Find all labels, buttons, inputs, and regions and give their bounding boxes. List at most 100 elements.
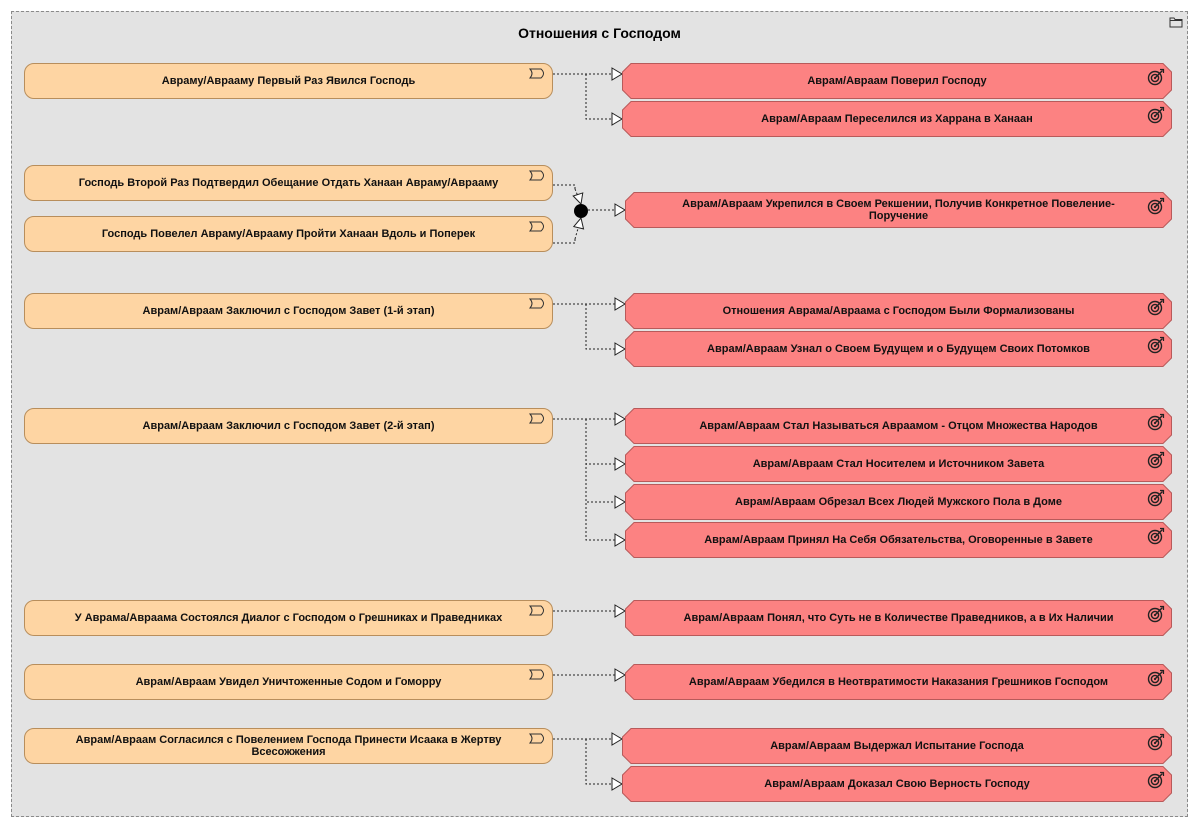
goal-shape	[625, 293, 1172, 329]
goal-label: Отношения Аврама/Авраама с Господом Были…	[722, 305, 1075, 317]
goal-element[interactable]: Аврам/Авраам Укрепился в Своем Рекшении,…	[625, 192, 1172, 228]
goal-shape	[622, 63, 1172, 99]
target-icon	[1147, 106, 1165, 124]
goal-label: Аврам/Авраам Стал Называться Авраамом - …	[699, 420, 1098, 432]
goal-element[interactable]: Аврам/Авраам Стал Носителем и Источником…	[625, 446, 1172, 482]
arrowhead	[611, 67, 623, 81]
arrowhead	[614, 297, 626, 311]
goal-label: Аврам/Авраам Выдержал Испытание Господа	[770, 740, 1024, 752]
goal-label: Аврам/Авраам Убедился в Неотвратимости Н…	[688, 676, 1109, 688]
goal-element[interactable]: Аврам/Авраам Убедился в Неотвратимости Н…	[625, 664, 1172, 700]
event-label: Аврам/Авраам Согласился с Повелением Гос…	[75, 734, 502, 758]
target-icon	[1147, 771, 1165, 789]
event-label: Аврам/Авраам Увидел Уничтоженные Содом и…	[135, 676, 442, 688]
goal-label: Аврам/Авраам Переселился из Харрана в Ха…	[761, 113, 1033, 125]
goal-shape	[625, 408, 1172, 444]
event-label: Господь Второй Раз Подтвердил Обещание О…	[78, 177, 499, 189]
goal-shape	[625, 484, 1172, 520]
arrowhead	[614, 457, 626, 471]
goal-shape	[625, 600, 1172, 636]
influence-line	[585, 739, 622, 785]
event-icon	[529, 733, 544, 744]
influence-line	[585, 74, 622, 120]
event-icon	[529, 413, 544, 424]
target-icon	[1147, 197, 1165, 215]
business-event[interactable]: Аврам/Авраам Согласился с Повелением Гос…	[24, 728, 553, 764]
business-event[interactable]: Господь Повелел Авраму/Аврааму Пройти Ха…	[24, 216, 553, 252]
goal-shape	[625, 331, 1172, 367]
goal-shape	[622, 766, 1172, 802]
goal-element[interactable]: Аврам/Авраам Поверил Господу	[622, 63, 1172, 99]
target-icon	[1147, 605, 1165, 623]
business-event[interactable]: Авраму/Аврааму Первый Раз Явился Господь	[24, 63, 553, 99]
goal-label: Аврам/Авраам Узнал о Своем Будущем и о Б…	[707, 343, 1090, 355]
event-icon	[529, 605, 544, 616]
event-label: Аврам/Авраам Заключил с Господом Завет (…	[142, 420, 435, 432]
target-icon	[1147, 527, 1165, 545]
goal-shape	[625, 664, 1172, 700]
arrowhead	[614, 342, 626, 356]
event-label: Авраму/Аврааму Первый Раз Явился Господь	[161, 75, 416, 87]
arrowhead	[614, 412, 626, 426]
arrowhead	[614, 495, 626, 509]
event-label: У Аврама/Авраама Состоялся Диалог с Госп…	[74, 612, 503, 624]
arrowhead	[614, 533, 626, 547]
and-junction[interactable]	[574, 204, 588, 218]
folder-icon	[1169, 17, 1183, 28]
goal-label: Аврам/Авраам Обрезал Всех Людей Мужского…	[735, 496, 1062, 508]
influence-line	[553, 184, 576, 189]
goal-shape	[625, 446, 1172, 482]
goal-element[interactable]: Аврам/Авраам Узнал о Своем Будущем и о Б…	[625, 331, 1172, 367]
goal-shape	[622, 728, 1172, 764]
goal-label: Аврам/Авраам Стал Носителем и Источником…	[752, 458, 1045, 470]
target-icon	[1147, 336, 1165, 354]
business-event[interactable]: У Аврама/Авраама Состоялся Диалог с Госп…	[24, 600, 553, 636]
arrowhead	[572, 216, 585, 230]
goal-label: Аврам/Авраам Принял На Себя Обязательств…	[704, 534, 1093, 546]
target-icon	[1147, 298, 1165, 316]
event-icon	[529, 221, 544, 232]
group-title: Отношения с Господом	[518, 25, 681, 41]
business-event[interactable]: Аврам/Авраам Заключил с Господом Завет (…	[24, 408, 553, 444]
influence-line	[553, 239, 576, 244]
goal-element[interactable]: Аврам/Авраам Обрезал Всех Людей Мужского…	[625, 484, 1172, 520]
target-icon	[1147, 451, 1165, 469]
influence-line	[585, 419, 625, 541]
goal-element[interactable]: Отношения Аврама/Авраама с Господом Были…	[625, 293, 1172, 329]
arrowhead	[614, 604, 626, 618]
business-event[interactable]: Аврам/Авраам Увидел Уничтоженные Содом и…	[24, 664, 553, 700]
goal-label: Аврам/Авраам Укрепился в Своем Рекшении,…	[682, 198, 1115, 222]
goal-shape	[625, 192, 1172, 228]
event-icon	[529, 170, 544, 181]
arrowhead	[614, 668, 626, 682]
goal-label: Аврам/Авраам Доказал Свою Верность Госпо…	[764, 778, 1030, 790]
goal-shape	[625, 522, 1172, 558]
business-event[interactable]: Аврам/Авраам Заключил с Господом Завет (…	[24, 293, 553, 329]
goal-element[interactable]: Аврам/Авраам Переселился из Харрана в Ха…	[622, 101, 1172, 137]
business-event[interactable]: Господь Второй Раз Подтвердил Обещание О…	[24, 165, 553, 201]
target-icon	[1147, 489, 1165, 507]
event-label: Аврам/Авраам Заключил с Господом Завет (…	[142, 305, 435, 317]
goal-element[interactable]: Аврам/Авраам Выдержал Испытание Господа	[622, 728, 1172, 764]
target-icon	[1147, 413, 1165, 431]
goal-element[interactable]: Аврам/Авраам Доказал Свою Верность Госпо…	[622, 766, 1172, 802]
event-icon	[529, 68, 544, 79]
event-icon	[529, 669, 544, 680]
goal-element[interactable]: Аврам/Авраам Понял, что Суть не в Количе…	[625, 600, 1172, 636]
target-icon	[1147, 669, 1165, 687]
target-icon	[1147, 68, 1165, 86]
arrowhead	[611, 777, 623, 791]
arrowhead	[572, 192, 584, 206]
goal-label: Аврам/Авраам Понял, что Суть не в Количе…	[683, 612, 1114, 624]
event-icon	[529, 298, 544, 309]
goal-element[interactable]: Аврам/Авраам Принял На Себя Обязательств…	[625, 522, 1172, 558]
goal-shape	[622, 101, 1172, 137]
influence-line	[585, 419, 625, 503]
goal-label: Аврам/Авраам Поверил Господу	[807, 75, 987, 87]
arrowhead	[611, 732, 623, 746]
arrowhead	[611, 112, 623, 126]
influence-line	[585, 419, 625, 465]
influence-line	[585, 304, 625, 350]
goal-element[interactable]: Аврам/Авраам Стал Называться Авраамом - …	[625, 408, 1172, 444]
